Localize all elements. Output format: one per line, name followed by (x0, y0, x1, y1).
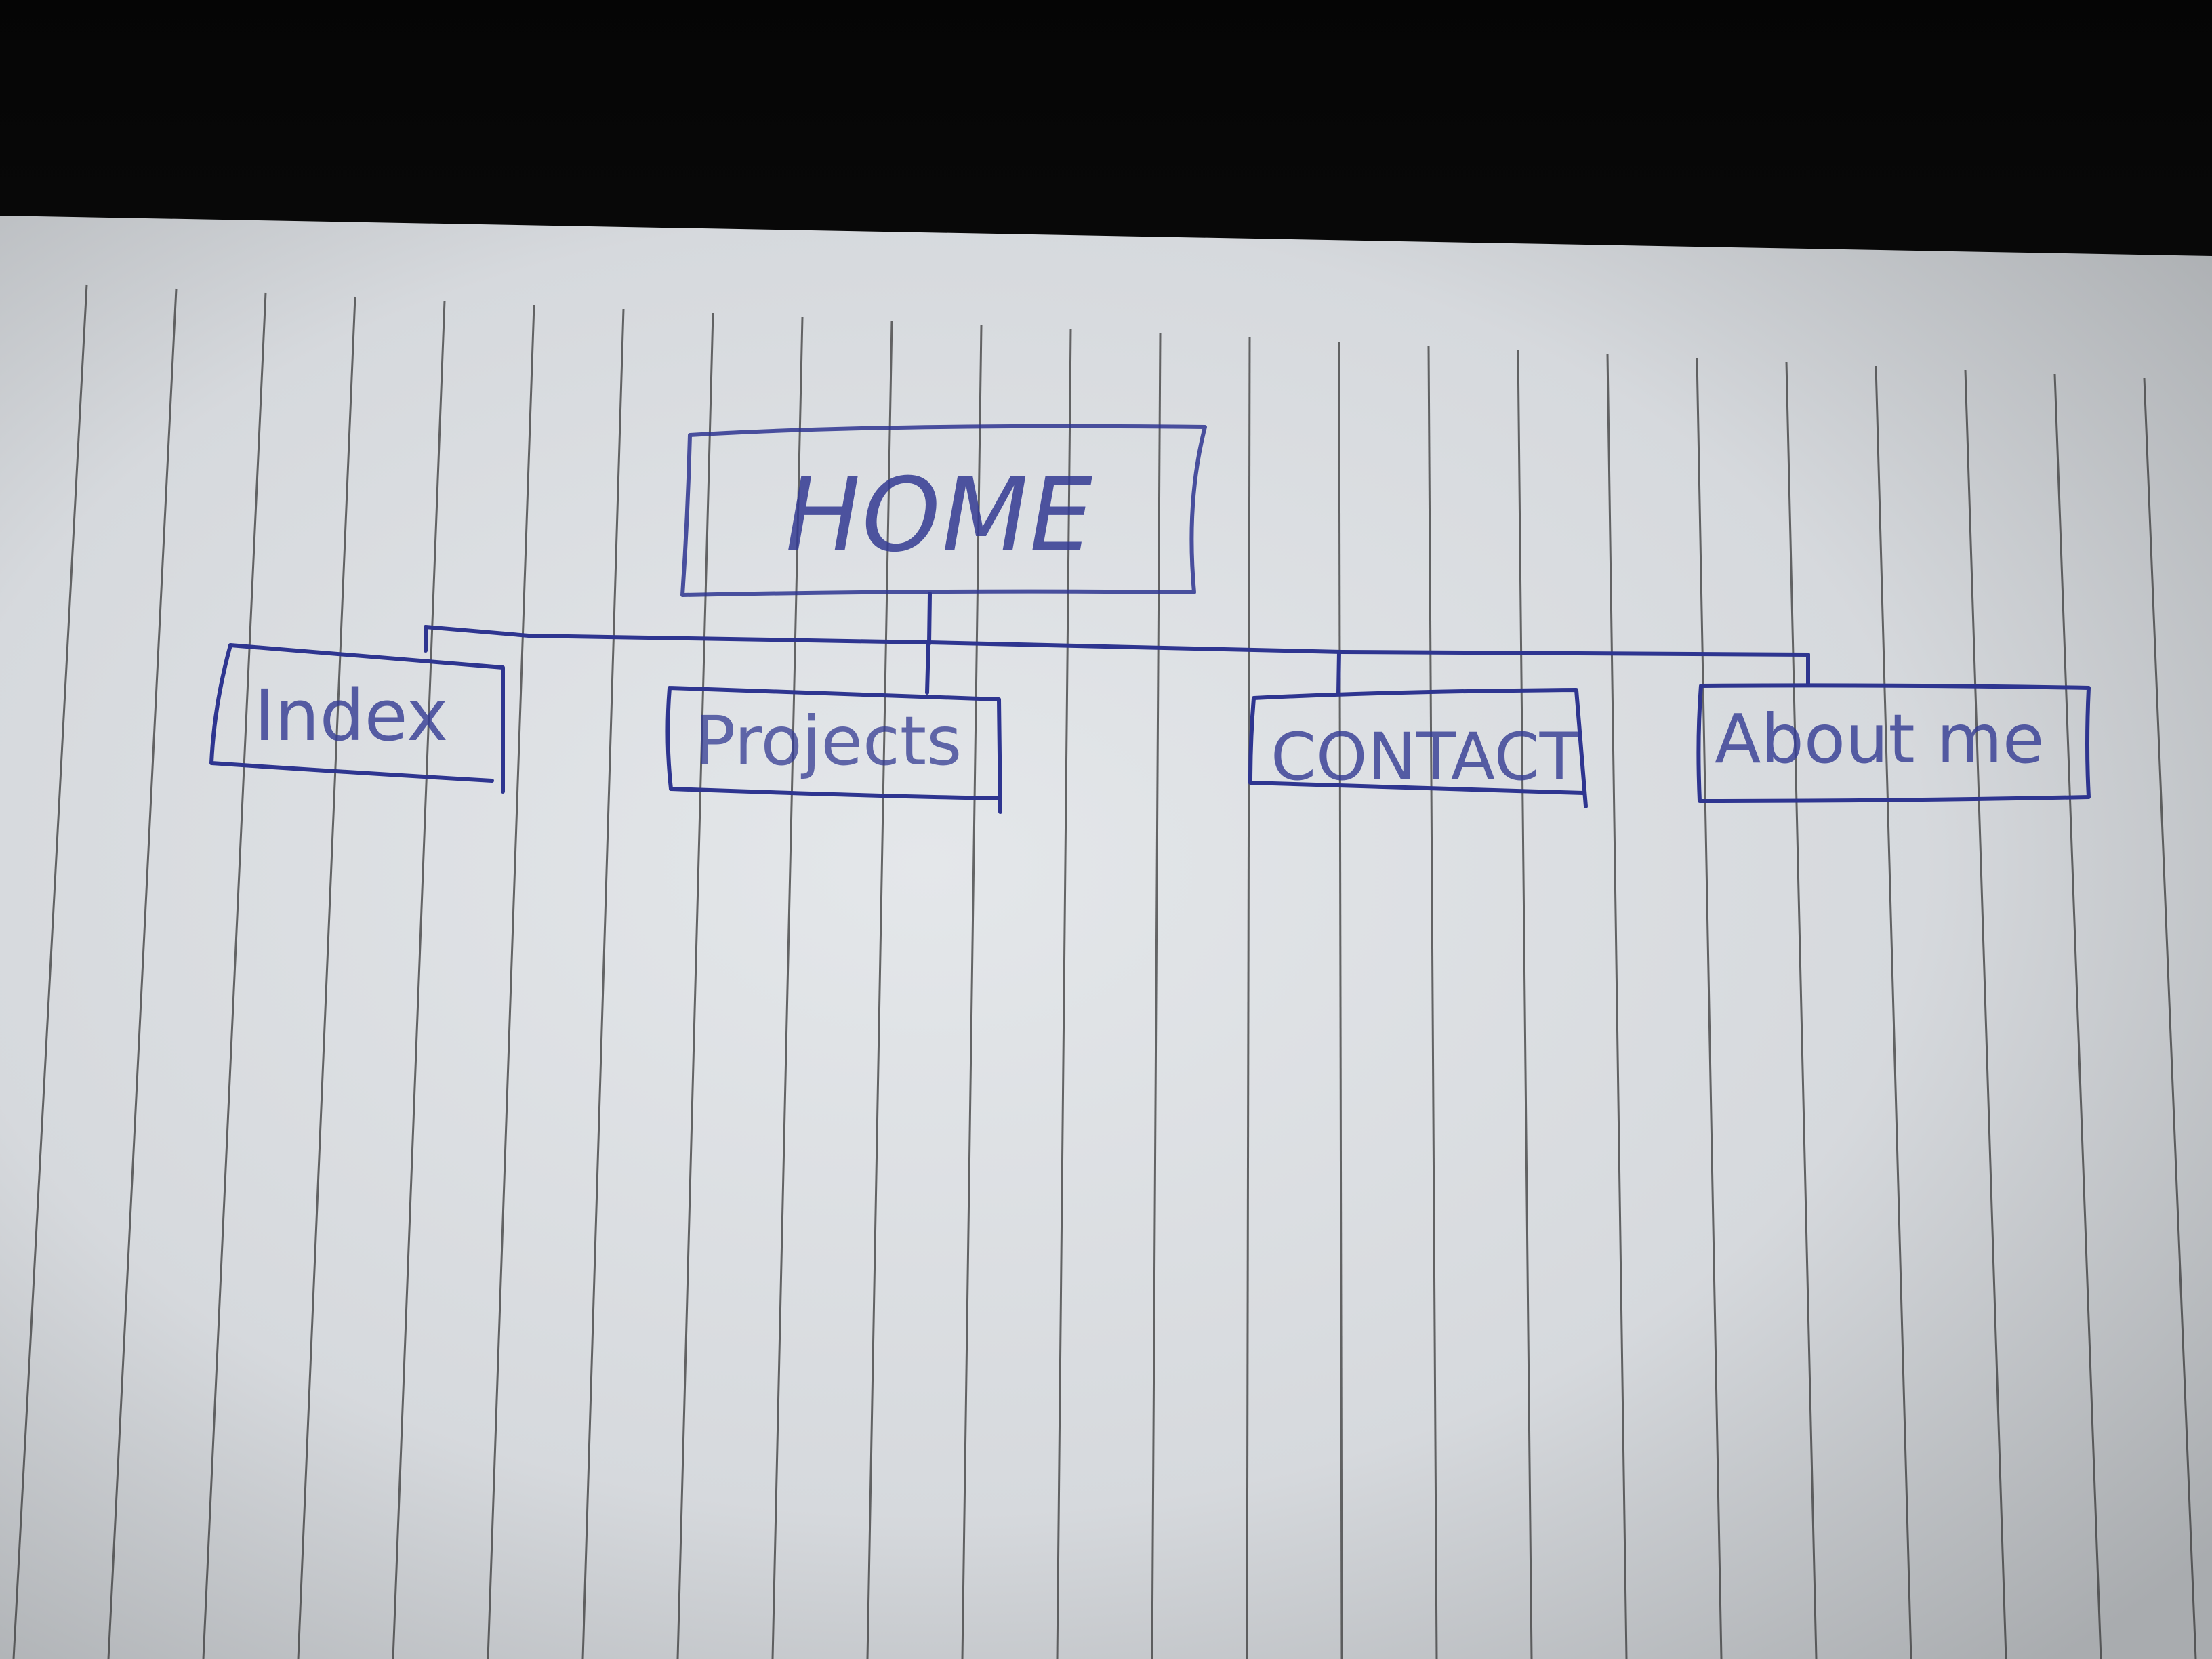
ruled-line (1785, 361, 1818, 1659)
ruled-line (866, 321, 893, 1659)
node-aboutme-box (1696, 683, 2091, 803)
paper-sheet (0, 216, 2212, 1659)
ruled-line (676, 312, 714, 1659)
node-contact-box (1248, 688, 1588, 808)
node-contact: CONTACT (1248, 688, 1588, 808)
connectors (424, 592, 1810, 696)
ruled-line (1875, 365, 1912, 1659)
node-projects-box (665, 686, 1002, 814)
ruled-line (1056, 329, 1072, 1659)
connector-projects (925, 640, 930, 695)
ruled-line (1696, 357, 1723, 1659)
node-index: Index (209, 643, 505, 794)
ruled-line (581, 308, 625, 1659)
node-projects: Projects (665, 686, 1002, 814)
ruled-line (107, 288, 178, 1659)
ruled-line (297, 296, 356, 1659)
ruled-line (961, 325, 983, 1659)
node-home-box (680, 424, 1207, 597)
ruled-line (771, 316, 804, 1659)
node-aboutme: About me (1696, 683, 2091, 803)
ruled-line (2053, 373, 2102, 1659)
ruled-line (12, 284, 88, 1659)
ruled-line (202, 292, 267, 1659)
ruled-line (392, 300, 446, 1659)
ruled-line (487, 304, 535, 1659)
ruled-line (1964, 369, 2007, 1659)
node-home: HOME (680, 424, 1207, 597)
node-index-label: Index (254, 674, 448, 757)
connector-contact (1336, 650, 1341, 696)
node-projects-label: Projects (695, 701, 962, 781)
node-aboutme-label: About me (1715, 699, 2044, 779)
node-index-box (209, 643, 505, 794)
node-home-label: HOME (774, 456, 1103, 575)
ruled-line (1246, 337, 1251, 1659)
node-contact-label: CONTACT (1271, 719, 1580, 795)
ruled-line (1151, 333, 1162, 1659)
ruled-line (1517, 349, 1533, 1659)
ruled-line (1606, 353, 1628, 1659)
ruled-line (2143, 377, 2197, 1659)
ruled-lines (12, 284, 2197, 1659)
ruled-line (1338, 341, 1343, 1659)
connector-home-trunk (927, 592, 932, 646)
ruled-line (1427, 345, 1438, 1659)
